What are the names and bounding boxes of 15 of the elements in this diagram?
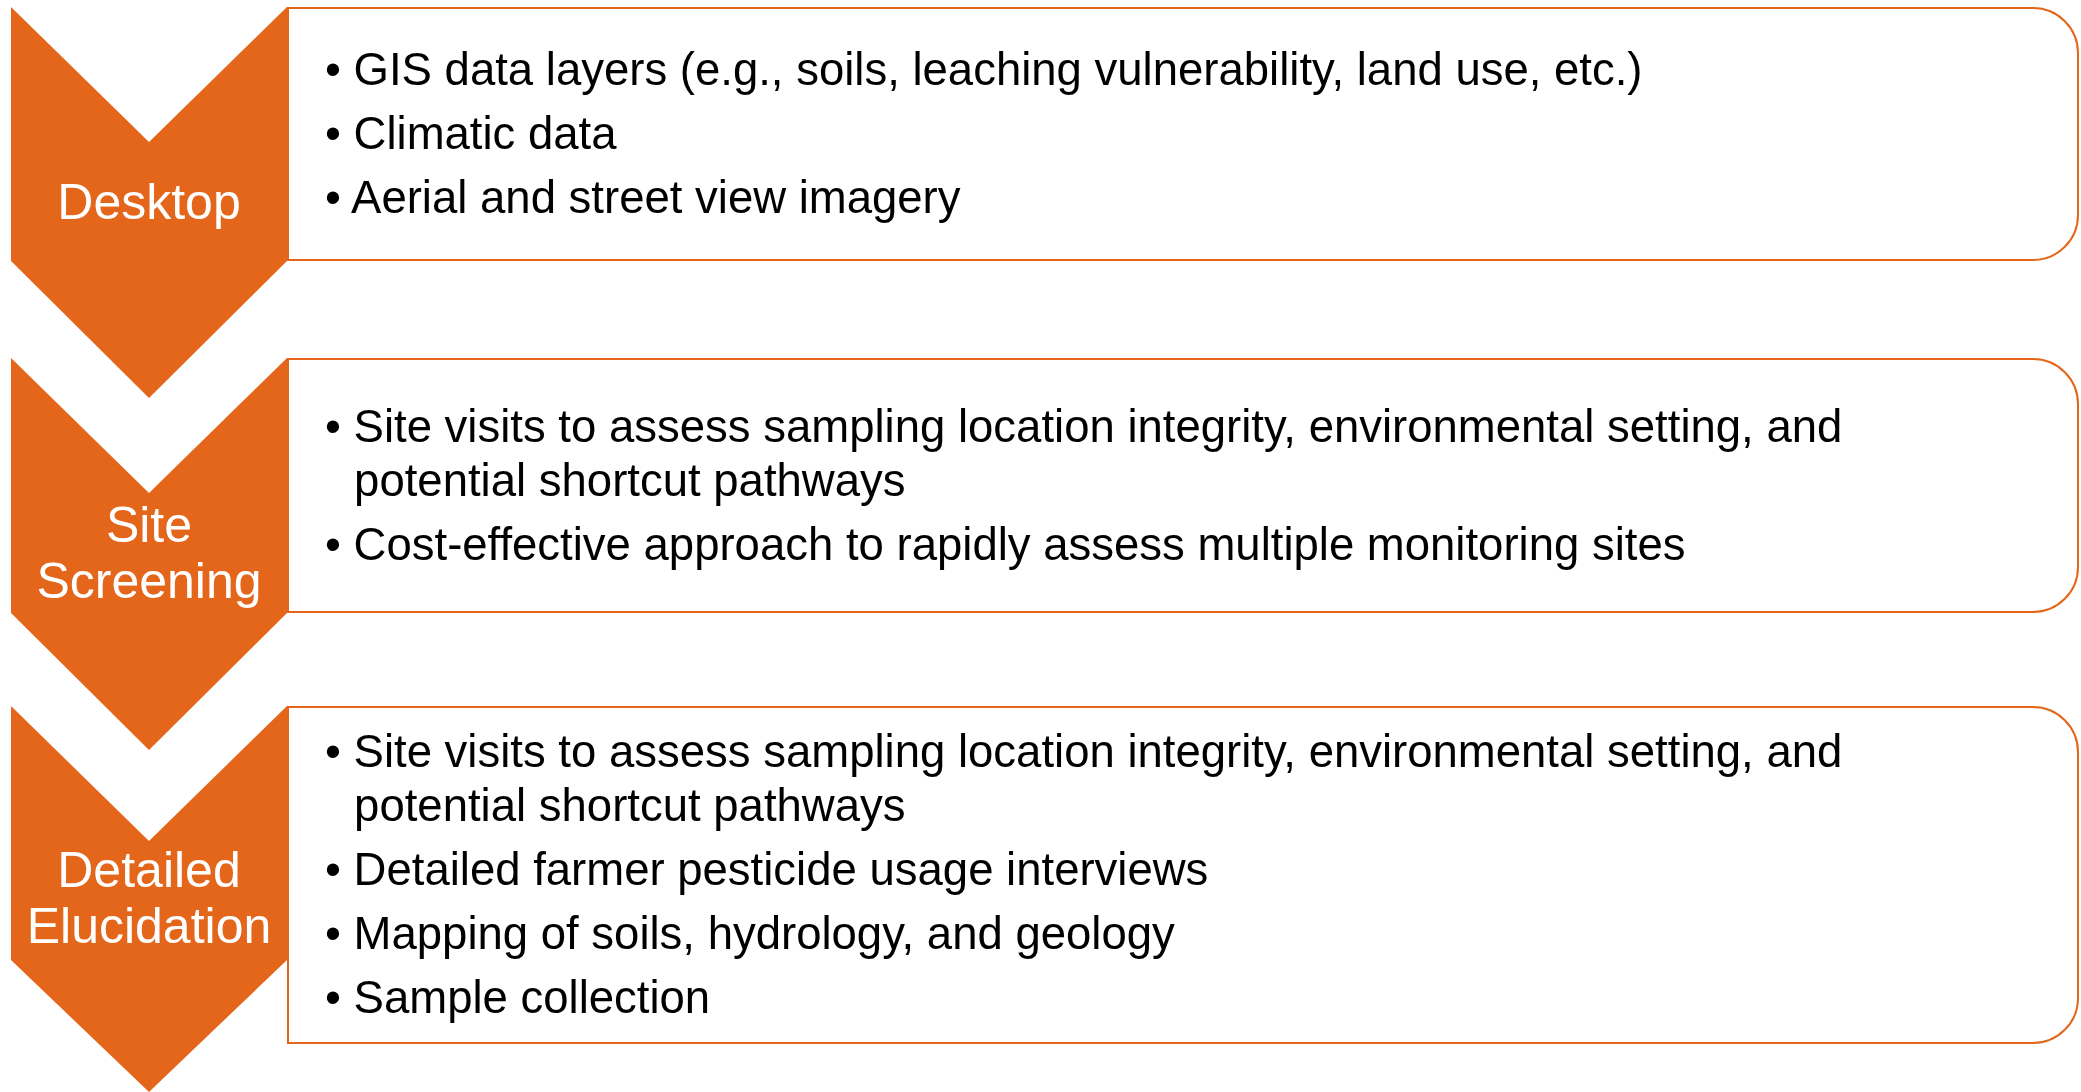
stage-label: Desktop xyxy=(56,174,242,230)
bullet-item: • Site visits to assess sampling location integrity, environmental setting, and potential shortcut pathways xyxy=(325,399,1844,508)
bullet-item: • Detailed farmer pesticide usage interviews xyxy=(325,843,1210,897)
bullet-item: • Aerial and street view imagery xyxy=(325,171,962,225)
info-box xyxy=(287,706,2079,1044)
bullet-item: • GIS data layers (e.g., soils, leaching vulnerability, land use, etc.) xyxy=(325,43,1643,97)
bullet-item: • Sample collection xyxy=(325,971,712,1025)
info-box xyxy=(287,358,2079,613)
bullet-item: • Site visits to assess sampling location integrity, environmental setting, and potential shortcut pathways xyxy=(325,725,1844,833)
bullet-item: • Climatic data xyxy=(325,107,618,161)
bullet-item: • Cost-effective approach to rapidly assess multiple monitoring sites xyxy=(325,517,1687,572)
stage-label: Detailed Elucidation xyxy=(25,842,273,954)
stage-label: Site Screening xyxy=(35,497,263,609)
bullet-item: • Mapping of soils, hydrology, and geology xyxy=(325,907,1176,961)
info-box xyxy=(287,7,2079,261)
